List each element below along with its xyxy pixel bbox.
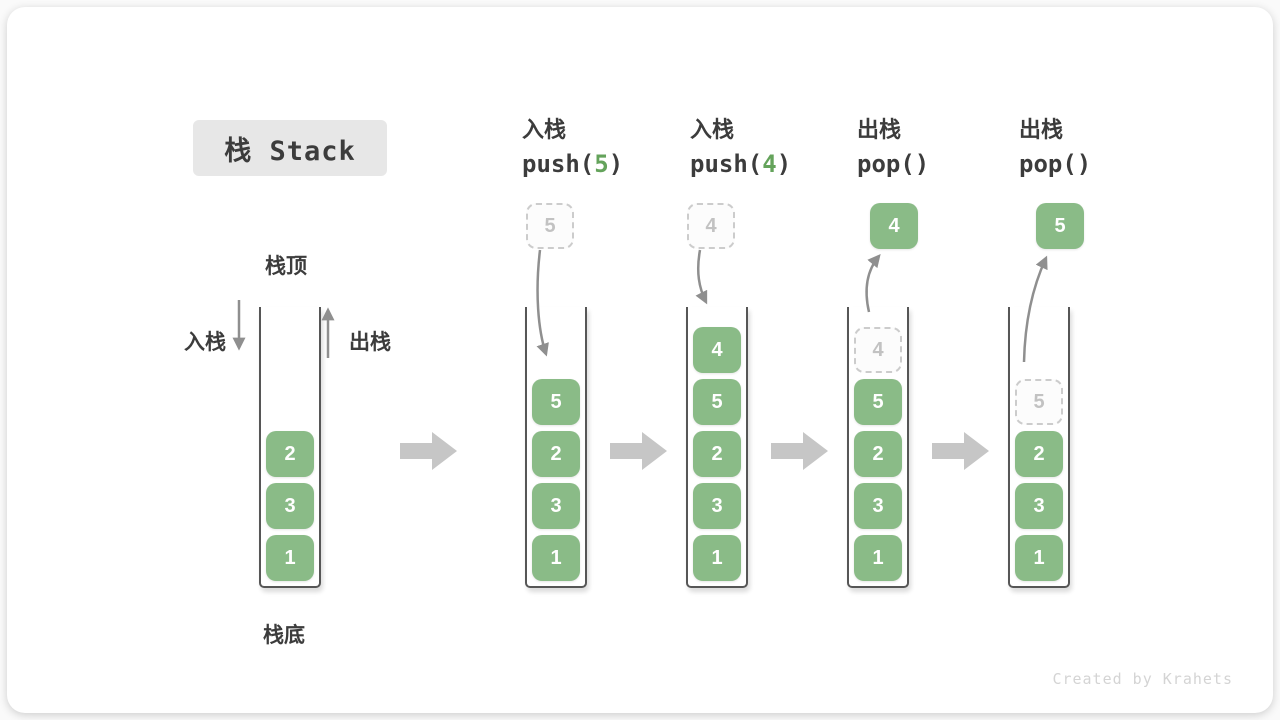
diagram-card: 栈 Stack 入栈 push(5) 入栈 push(4) 出栈 pop() 出… [7,7,1273,713]
pop-direction-label: 出栈 [349,331,391,354]
stack-cell: 3 [1015,483,1063,529]
title-badge: 栈 Stack [193,120,387,176]
removed-slot-box: 4 [854,327,902,373]
op-code-label: push(5) [522,150,624,178]
stack-cell: 2 [854,431,902,477]
popped-value-box: 4 [870,203,918,249]
op-code-arg: 5 [594,150,609,178]
op-code-arg: 4 [762,150,777,178]
op-code-label: pop() [857,150,930,178]
stack-cell: 3 [854,483,902,529]
stack-cell: 3 [532,483,580,529]
popped-value-box: 5 [1036,203,1084,249]
stack-cell: 2 [266,431,314,477]
op-code-label: push(4) [690,150,792,178]
watermark: Created by Krahets [1052,670,1233,688]
stack-cell: 2 [693,431,741,477]
op-label-pop-1: 出栈 pop() [857,113,1037,181]
stack-cell: 1 [854,535,902,581]
removed-slot-box: 5 [1015,379,1063,425]
op-code-label: pop() [1019,150,1092,178]
title-text: 栈 Stack [224,135,356,167]
op-cn-label: 出栈 [857,117,902,142]
stack-cell: 5 [854,379,902,425]
stack-cell: 3 [693,483,741,529]
incoming-value-box: 5 [526,203,574,249]
stack-cell: 1 [266,535,314,581]
stack-cell: 5 [532,379,580,425]
stack-top-label: 栈顶 [265,255,307,278]
incoming-value-box: 4 [687,203,735,249]
op-cn-label: 出栈 [1019,117,1064,142]
push-direction-label: 入栈 [184,331,226,354]
stack-cell: 2 [1015,431,1063,477]
stack-cell: 5 [693,379,741,425]
op-label-pop-2: 出栈 pop() [1019,113,1199,181]
stack-cell: 4 [693,327,741,373]
stack-cell: 3 [266,483,314,529]
op-cn-label: 入栈 [690,117,735,142]
op-label-push5: 入栈 push(5) [522,113,702,181]
stack-cell: 2 [532,431,580,477]
op-label-push4: 入栈 push(4) [690,113,870,181]
stack-cell: 1 [1015,535,1063,581]
stack-cell: 1 [693,535,741,581]
stack-bottom-label: 栈底 [263,624,305,647]
stack-cell: 1 [532,535,580,581]
op-cn-label: 入栈 [522,117,567,142]
